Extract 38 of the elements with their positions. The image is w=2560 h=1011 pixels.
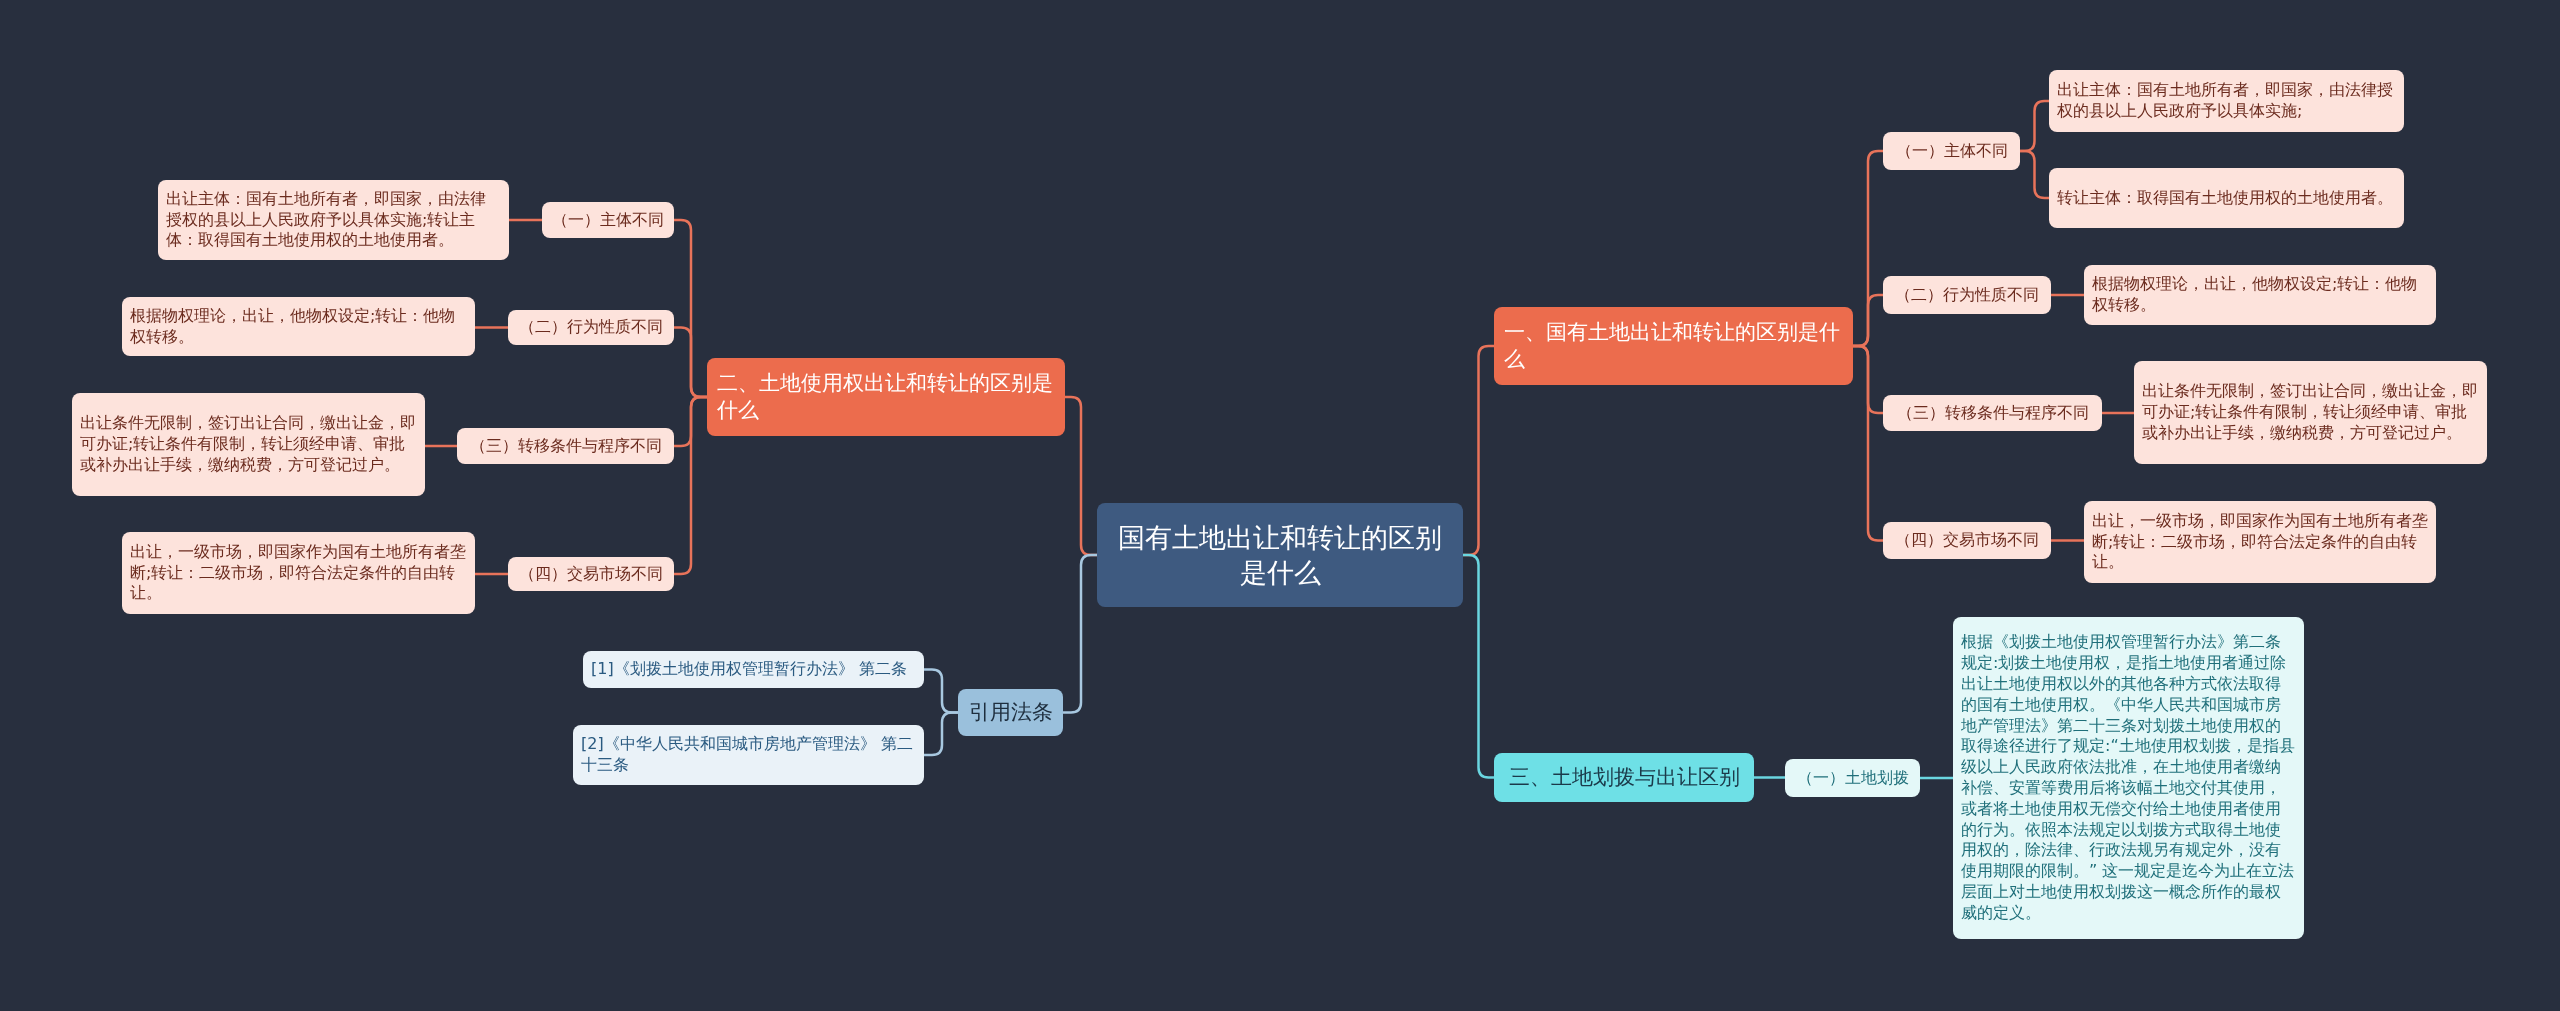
detail-box: 出让条件无限制，签订出让合同，缴出让金，即可办证;转让条件有限制，转让须经申请、审批或补办出让手续，缴纳税费，方可登记过户。: [2134, 361, 2487, 464]
subtopic-box: （二）行为性质不同: [508, 310, 674, 345]
branch-topic-box: 二、土地使用权出让和转让的区别是什么: [707, 358, 1065, 436]
connector-line: [1920, 776, 1953, 780]
branch-topic-box: 三、土地划拨与出让区别: [1494, 753, 1754, 802]
detail-box: 出让条件无限制，签订出让合同，缴出让金，即可办证;转让条件有限制，转让须经申请、审批或补办出让手续，缴纳税费，方可登记过户。: [72, 393, 425, 496]
connector-line: [475, 326, 508, 329]
connector-line: [2020, 149, 2049, 200]
connector-line: [1754, 776, 1785, 779]
detail-box: 出让主体：国有土地所有者，即国家，由法律授权的县以上人民政府予以具体实施;: [2049, 70, 2404, 132]
detail-box: 根据物权理论，出让，他物权设定;转让：他物权转移。: [122, 297, 475, 356]
connector-line: [2051, 539, 2084, 542]
central-topic-box: 国有土地出让和转让的区别是什么: [1097, 503, 1463, 607]
subtopic-box: （二）行为性质不同: [1883, 276, 2051, 314]
detail-box: 出让，一级市场，即国家作为国有土地所有者垄断;转让：二级市场，即符合法定条件的自由转让。: [122, 532, 475, 614]
detail-box: 出让主体：国有土地所有者，即国家，由法律授权的县以上人民政府予以具体实施;转让主体：取得国有土地使用权的土地使用者。: [158, 180, 509, 260]
connector-line: [2051, 293, 2084, 297]
connector-line: [1063, 553, 1097, 714]
subtopic-box: （四）交易市场不同: [1883, 522, 2051, 559]
detail-box: 出让，一级市场，即国家作为国有土地所有者垄断;转让：二级市场，即符合法定条件的自由转让。: [2084, 501, 2436, 583]
subtopic-box: （三）转移条件与程序不同: [457, 428, 674, 464]
detail-box: 根据《划拨土地使用权管理暂行办法》第二条规定:划拨土地使用权，是指土地使用者通过除出让土地使用权以外的其他各种方式依法取得的国有土地使用权。《中华人民共和国城市房地产管理法》第二十三条对划拨土地使用权的取得途径进行了规定:“土地使用权划拨，是指县级以上人民政府依法批准，在土地使用者缴纳补偿、安置等费用后将该幅土地交付其使用，或者将土地使用权无偿交付给土地使用者使用的行为。依照本法规定以划拨方式取得土地使用权的，除法律、行政法规另有规定外，没有使用期限的限制。” 这一规定是迄今为止在立法层面上对土地使用权划拨这一概念所作的最权威的定义。: [1953, 617, 2304, 939]
reference-box: [2]《中华人民共和国城市房地产管理法》 第二十三条: [573, 725, 924, 785]
connector-line: [425, 444, 457, 448]
reference-box: [1]《划拨土地使用权管理暂行办法》 第二条: [583, 651, 924, 688]
detail-box: 根据物权理论，出让，他物权设定;转让：他物权转移。: [2084, 265, 2436, 325]
detail-box: 转让主体：取得国有土地使用权的土地使用者。: [2049, 168, 2404, 228]
connector-line: [2102, 411, 2134, 415]
branch-topic-box: 引用法条: [958, 689, 1063, 736]
connector-line: [475, 572, 508, 576]
subtopic-box: （三）转移条件与程序不同: [1883, 395, 2102, 431]
subtopic-box: （一）主体不同: [542, 202, 674, 238]
connector-line: [509, 218, 542, 222]
subtopic-box: （一）土地划拨: [1785, 759, 1920, 797]
subtopic-box: （四）交易市场不同: [508, 557, 674, 591]
connector-line: [924, 711, 958, 757]
subtopic-box: （一）主体不同: [1883, 132, 2020, 170]
branch-topic-box: 一、国有土地出让和转让的区别是什么: [1494, 307, 1853, 385]
